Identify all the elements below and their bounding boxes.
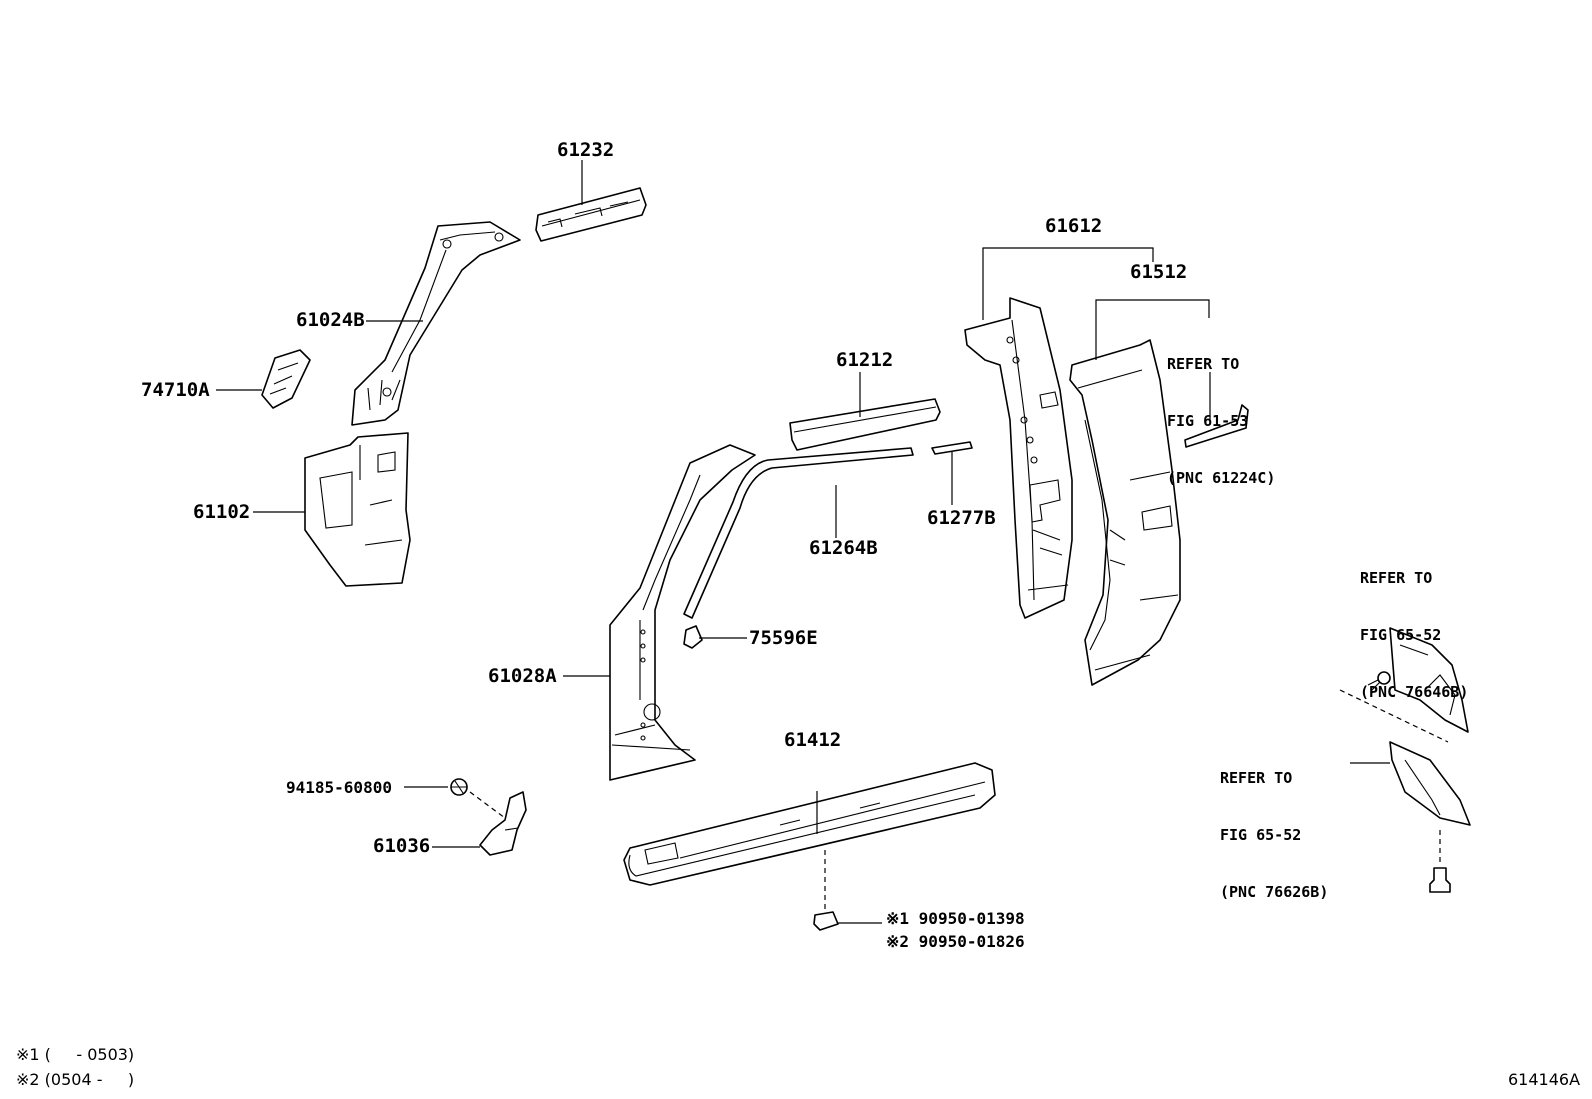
label-61277b[interactable]: 61277B — [927, 507, 996, 529]
label-61036[interactable]: 61036 — [373, 835, 431, 857]
footnote-2: ※2 (0504 - ) — [16, 1070, 135, 1089]
reference-line: REFER TO — [1220, 769, 1293, 787]
label-90950-01398[interactable]: ※1 90950-01398 — [886, 909, 1025, 928]
part-61102-drawing — [253, 432, 411, 587]
reference-line: (PNC 76626B) — [1220, 883, 1329, 901]
part-61512-drawing — [1069, 299, 1210, 686]
reference-line: (PNC 61224C) — [1167, 469, 1276, 487]
reference-61224c[interactable]: REFER TO FIG 61-53 (PNC 61224C) — [1167, 317, 1275, 507]
part-75596e-drawing — [683, 625, 747, 649]
label-61232[interactable]: 61232 — [557, 139, 615, 161]
part-61264b-drawing — [683, 447, 914, 619]
label-61028a[interactable]: 61028A — [488, 665, 557, 687]
part-61224c-drawing — [1184, 372, 1249, 448]
diagram-id: 614146A — [1508, 1070, 1581, 1089]
label-61024b[interactable]: 61024B — [296, 309, 365, 331]
label-94185-60800[interactable]: 94185-60800 — [286, 778, 392, 797]
part-61036-drawing — [432, 791, 527, 856]
reference-line: FIG 65-52 — [1360, 626, 1442, 644]
reference-76646b[interactable]: REFER TO FIG 65-52 (PNC 76646B) — [1360, 531, 1468, 721]
part-90950-drawing — [813, 911, 882, 931]
part-61028a-drawing — [563, 444, 756, 781]
part-74710a-drawing — [216, 349, 311, 409]
label-75596e[interactable]: 75596E — [749, 627, 818, 649]
label-61102[interactable]: 61102 — [193, 501, 251, 523]
part-94185-drawing — [404, 778, 506, 819]
label-61512[interactable]: 61512 — [1130, 261, 1188, 283]
label-90950-01826[interactable]: ※2 90950-01826 — [886, 932, 1025, 951]
part-61612-drawing — [964, 247, 1154, 619]
part-61024b-drawing — [351, 221, 521, 426]
label-61264b[interactable]: 61264B — [809, 537, 878, 559]
part-76626b-drawing — [1350, 741, 1471, 893]
reference-line: (PNC 76646B) — [1360, 683, 1469, 701]
reference-76626b[interactable]: REFER TO FIG 65-52 (PNC 76626B) — [1220, 731, 1328, 921]
label-74710a[interactable]: 74710A — [141, 379, 210, 401]
part-76646b-drawing — [1339, 627, 1469, 743]
label-61412[interactable]: 61412 — [784, 729, 842, 751]
footnote-1: ※1 ( - 0503) — [16, 1045, 135, 1064]
reference-line: REFER TO — [1360, 569, 1433, 587]
reference-line: REFER TO — [1167, 355, 1240, 373]
reference-line: FIG 61-53 — [1167, 412, 1249, 430]
label-61612[interactable]: 61612 — [1045, 215, 1103, 237]
reference-line: FIG 65-52 — [1220, 826, 1302, 844]
label-61212[interactable]: 61212 — [836, 349, 894, 371]
part-61212-drawing — [789, 372, 941, 451]
part-61277b-drawing — [931, 441, 973, 505]
part-61232-drawing — [535, 160, 647, 242]
part-61412-drawing — [623, 762, 996, 910]
